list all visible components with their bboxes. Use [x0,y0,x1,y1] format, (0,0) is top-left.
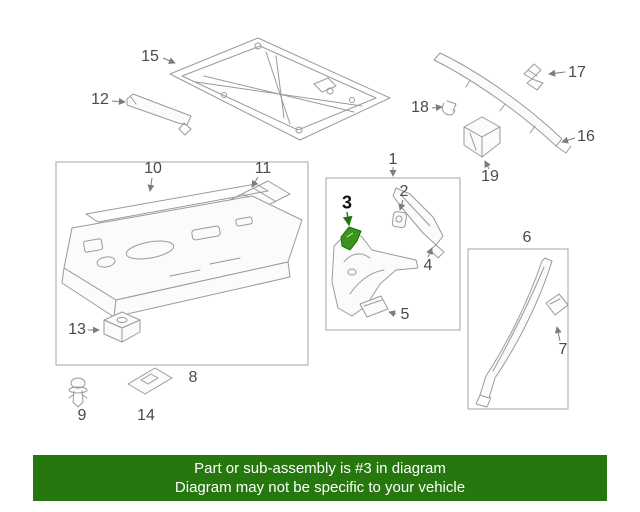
part-3-shape [340,226,362,251]
part-label-16: 16 [577,128,595,145]
part-label-15: 15 [141,48,159,65]
part-label-9: 9 [77,407,87,424]
part-label-10: 10 [144,160,162,177]
banner-line-1: Part or sub-assembly is #3 in diagram [194,460,446,477]
part-3-arrow [342,211,353,227]
part-label-8: 8 [188,369,198,386]
part-label-14: 14 [137,407,155,424]
part-3-drawing-highlighted [340,226,362,251]
part-19-drawing [463,116,501,158]
part-label-3-highlighted: 3 [341,192,353,213]
part-label-18: 18 [411,99,429,116]
part-12-drawing [126,93,192,136]
part-2-drawing [391,211,408,229]
part-label-7: 7 [558,341,568,358]
part-label-4: 4 [423,257,433,274]
part-label-13: 13 [68,321,86,338]
part-6-drawing [475,257,553,408]
part-15-drawing [169,37,391,141]
part-14-drawing [127,367,173,395]
leader-lines [88,57,576,342]
part-9-drawing [68,377,88,408]
part-13-drawing [103,311,141,343]
part-label-1: 1 [388,151,398,168]
part-label-5: 5 [400,306,410,323]
part-10-drawing [61,183,303,318]
part-label-2: 2 [399,183,409,200]
part-label-6: 6 [522,229,532,246]
part-label-12: 12 [91,91,109,108]
group-box-assembly-6 [467,248,569,410]
part-4-drawing [392,187,445,259]
group-box-assembly-8 [55,161,309,366]
part-7-drawing [545,293,569,316]
part-18-drawing [441,100,457,116]
part-5-drawing [359,295,389,318]
group-box-assembly-1 [325,177,461,331]
part-label-11: 11 [254,160,272,177]
part-label-17: 17 [568,64,586,81]
notice-banner: Part or sub-assembly is #3 in diagram Di… [33,455,607,501]
part-1-drawing [331,229,419,317]
banner-line-2: Diagram may not be specific to your vehi… [174,479,466,496]
part-17-drawing [523,63,544,91]
part-label-19: 19 [481,168,499,185]
